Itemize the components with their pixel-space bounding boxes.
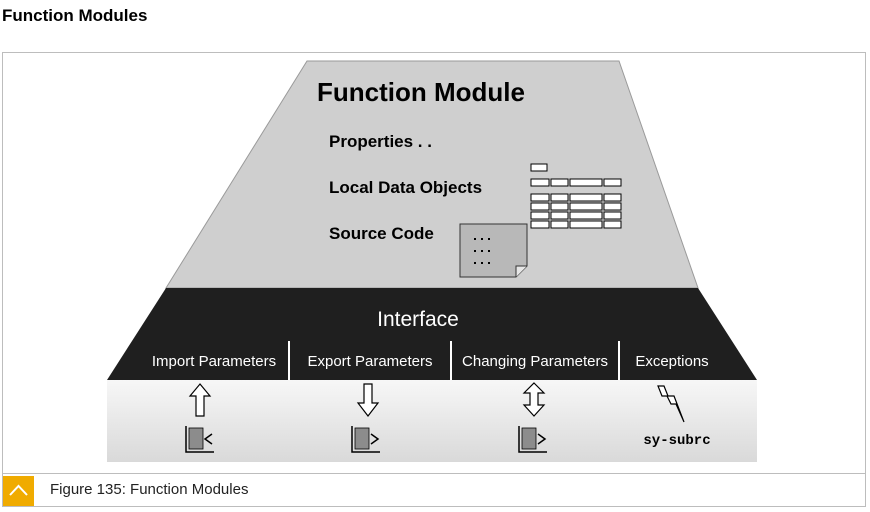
page-title: Function Modules — [2, 6, 148, 25]
source-code-label: Source Code — [329, 224, 434, 243]
arrow-updown-icon — [522, 382, 546, 417]
chevron-up-icon — [9, 484, 28, 496]
param-exceptions-label: Exceptions — [635, 353, 708, 370]
figure-frame — [2, 52, 866, 507]
interface-label: Interface — [377, 308, 459, 331]
program-icon — [518, 426, 547, 453]
param-export-label: Export Parameters — [307, 353, 432, 370]
arrow-up-icon — [188, 383, 212, 417]
local-data-label: Local Data Objects — [329, 178, 482, 197]
table-icon — [530, 163, 622, 229]
param-changing-label: Changing Parameters — [462, 353, 608, 370]
arrow-down-icon — [356, 383, 380, 417]
parameter-row — [107, 341, 757, 380]
caption-toggle[interactable] — [3, 476, 34, 506]
lightning-icon — [657, 385, 685, 423]
program-icon — [351, 426, 380, 453]
caller-base — [107, 380, 757, 462]
param-import-label: Import Parameters — [152, 353, 276, 370]
program-icon — [185, 426, 214, 453]
interface-band — [132, 288, 732, 341]
module-heading: Function Module — [317, 77, 525, 107]
return-code-label: sy-subrc — [643, 433, 710, 449]
source-document-icon — [459, 223, 528, 278]
figure-caption: Figure 135: Function Modules — [50, 481, 249, 498]
caption-bar — [3, 473, 865, 507]
properties-label: Properties . . — [329, 132, 432, 151]
